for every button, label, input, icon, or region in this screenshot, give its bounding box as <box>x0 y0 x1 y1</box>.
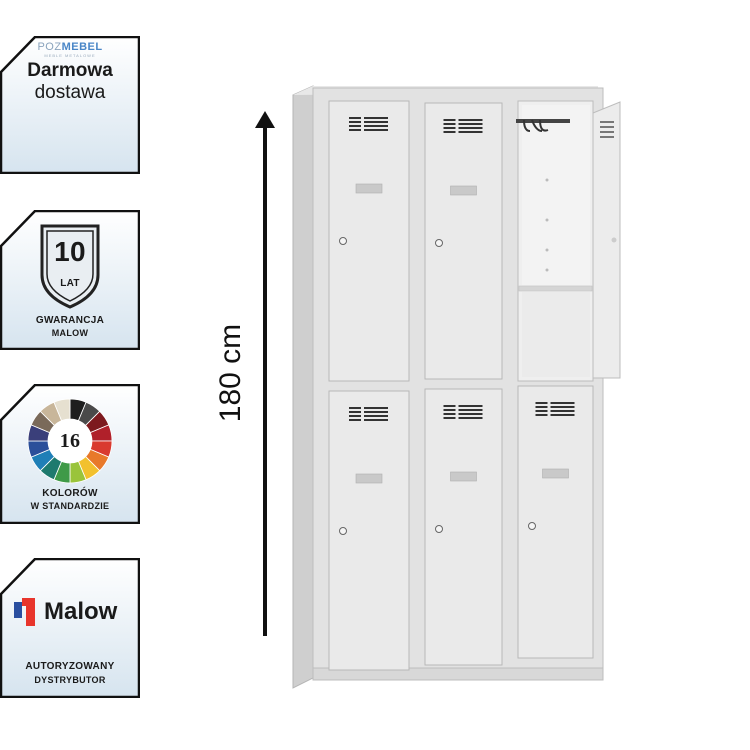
delivery-line1: Darmowa <box>27 60 113 81</box>
locker-door <box>517 385 594 659</box>
warranty-badge <box>0 210 140 350</box>
warranty-caption1: GWARANCJA <box>35 315 105 326</box>
locker-cabinet <box>292 85 621 689</box>
pozmebel-logo-subtitle: MEBLE METALOWE <box>44 53 96 58</box>
coat-hook-icon <box>523 119 549 132</box>
delivery-line2: dostawa <box>34 82 106 103</box>
height-arrow-icon <box>255 111 275 636</box>
colors-badge <box>0 384 140 524</box>
malow-brand: Malow <box>44 598 118 625</box>
warranty-unit: LAT <box>60 278 80 289</box>
badge-frame <box>0 36 140 174</box>
distributor-caption1: AUTORYZOWANY <box>25 661 115 672</box>
locker-door <box>424 388 503 666</box>
badge-frame <box>0 558 140 698</box>
colors-caption1: KOLORÓW <box>42 488 98 499</box>
distributor-caption2: DYSTRYBUTOR <box>34 675 106 685</box>
warranty-number: 10 <box>54 236 86 267</box>
locker-door <box>328 390 410 671</box>
shield-icon <box>40 224 100 309</box>
colors-number: 16 <box>59 430 81 452</box>
badge-frame <box>0 384 140 524</box>
hanger-rail <box>516 119 570 123</box>
open-door <box>592 101 621 379</box>
colors-caption2: W STANDARDZIE <box>30 501 110 511</box>
locker-door <box>424 102 503 380</box>
badge-frame <box>0 210 140 350</box>
warranty-caption2: MALOW <box>51 328 89 338</box>
pozmebel-logo: POZMEBEL <box>37 41 103 53</box>
free-delivery-badge <box>0 36 140 174</box>
distributor-badge <box>0 558 140 698</box>
locker-door <box>328 100 410 382</box>
malow-logo-icon <box>14 598 35 626</box>
height-label: 180 cm <box>214 323 247 423</box>
